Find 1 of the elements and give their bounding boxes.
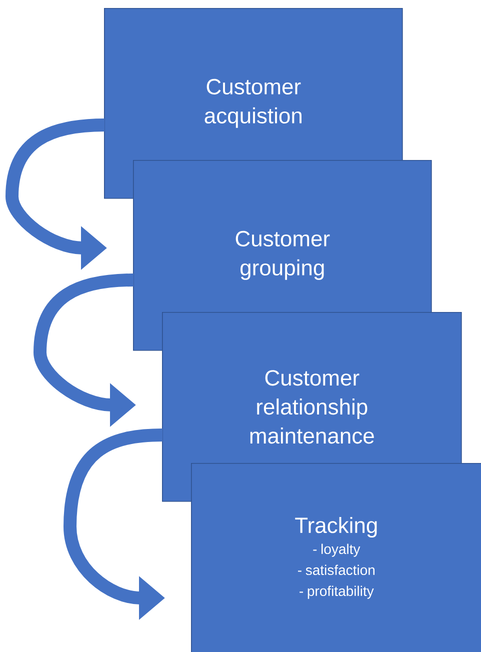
process-box: Tracking - loyalty - satisfaction - profitability bbox=[191, 463, 481, 652]
